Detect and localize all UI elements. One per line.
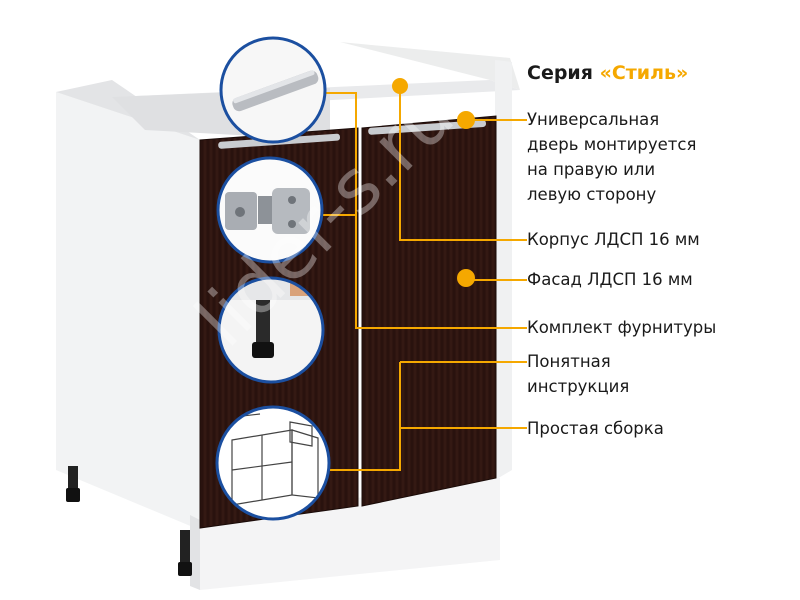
feature-assembly: Простая сборка (527, 419, 664, 438)
right-door (361, 115, 497, 507)
marker-dots (392, 78, 475, 287)
series-title: Серия «Стиль» (527, 62, 688, 84)
feature-hardware-kit: Комплект фурнитуры (527, 318, 717, 337)
leader-lines (318, 86, 527, 471)
feature-facade: Фасад ЛДСП 16 мм (527, 270, 693, 289)
callout-leg (217, 276, 325, 384)
feature-carcass: Корпус ЛДСП 16 мм (527, 230, 700, 249)
feature-instruction: Понятная инструкция (527, 352, 630, 396)
feature-universal-door: Универсальная дверь монтируется на праву… (527, 110, 697, 204)
cabinet-legs (66, 466, 192, 576)
series-prefix: Серия (527, 62, 600, 84)
series-name: «Стиль» (599, 62, 689, 84)
callout-hinge (216, 156, 324, 264)
callout-instruction (215, 405, 331, 521)
callout-handle (219, 36, 327, 144)
